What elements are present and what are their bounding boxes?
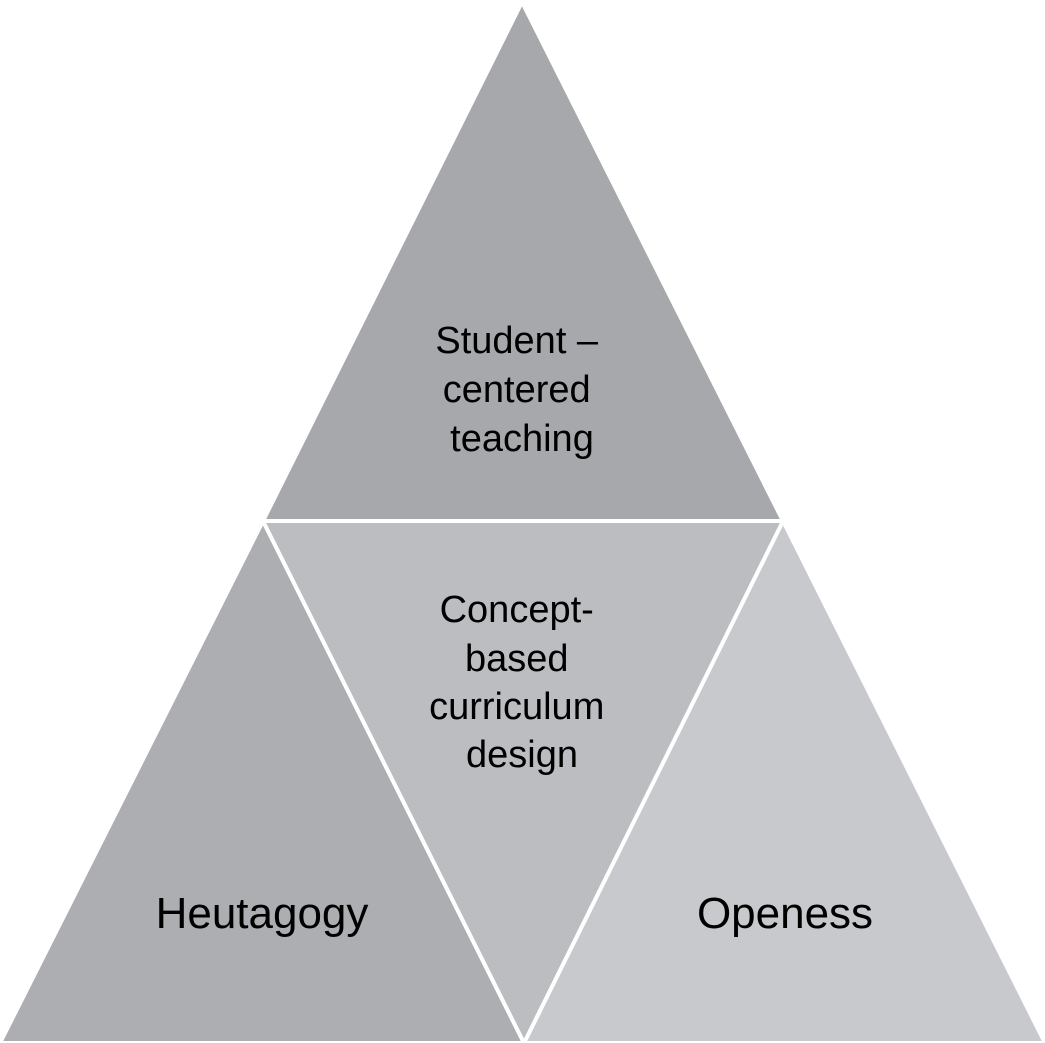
top-label-line: centered [443, 369, 591, 411]
left-triangle-label: Heutagogy [156, 889, 369, 938]
right-triangle-label: Openess [697, 889, 873, 938]
top-triangle-label: Student – centered teaching [435, 320, 608, 460]
center-label-line: based [465, 638, 569, 680]
center-triangle [259, 519, 787, 1043]
center-label-line: curriculum [429, 686, 604, 728]
center-label-line: design [466, 734, 578, 776]
center-triangle-label: Concept- based curriculum design [429, 589, 615, 776]
top-label-line: teaching [450, 418, 594, 460]
center-label-line: Concept- [440, 589, 594, 631]
top-label-line: Student – [435, 320, 599, 362]
